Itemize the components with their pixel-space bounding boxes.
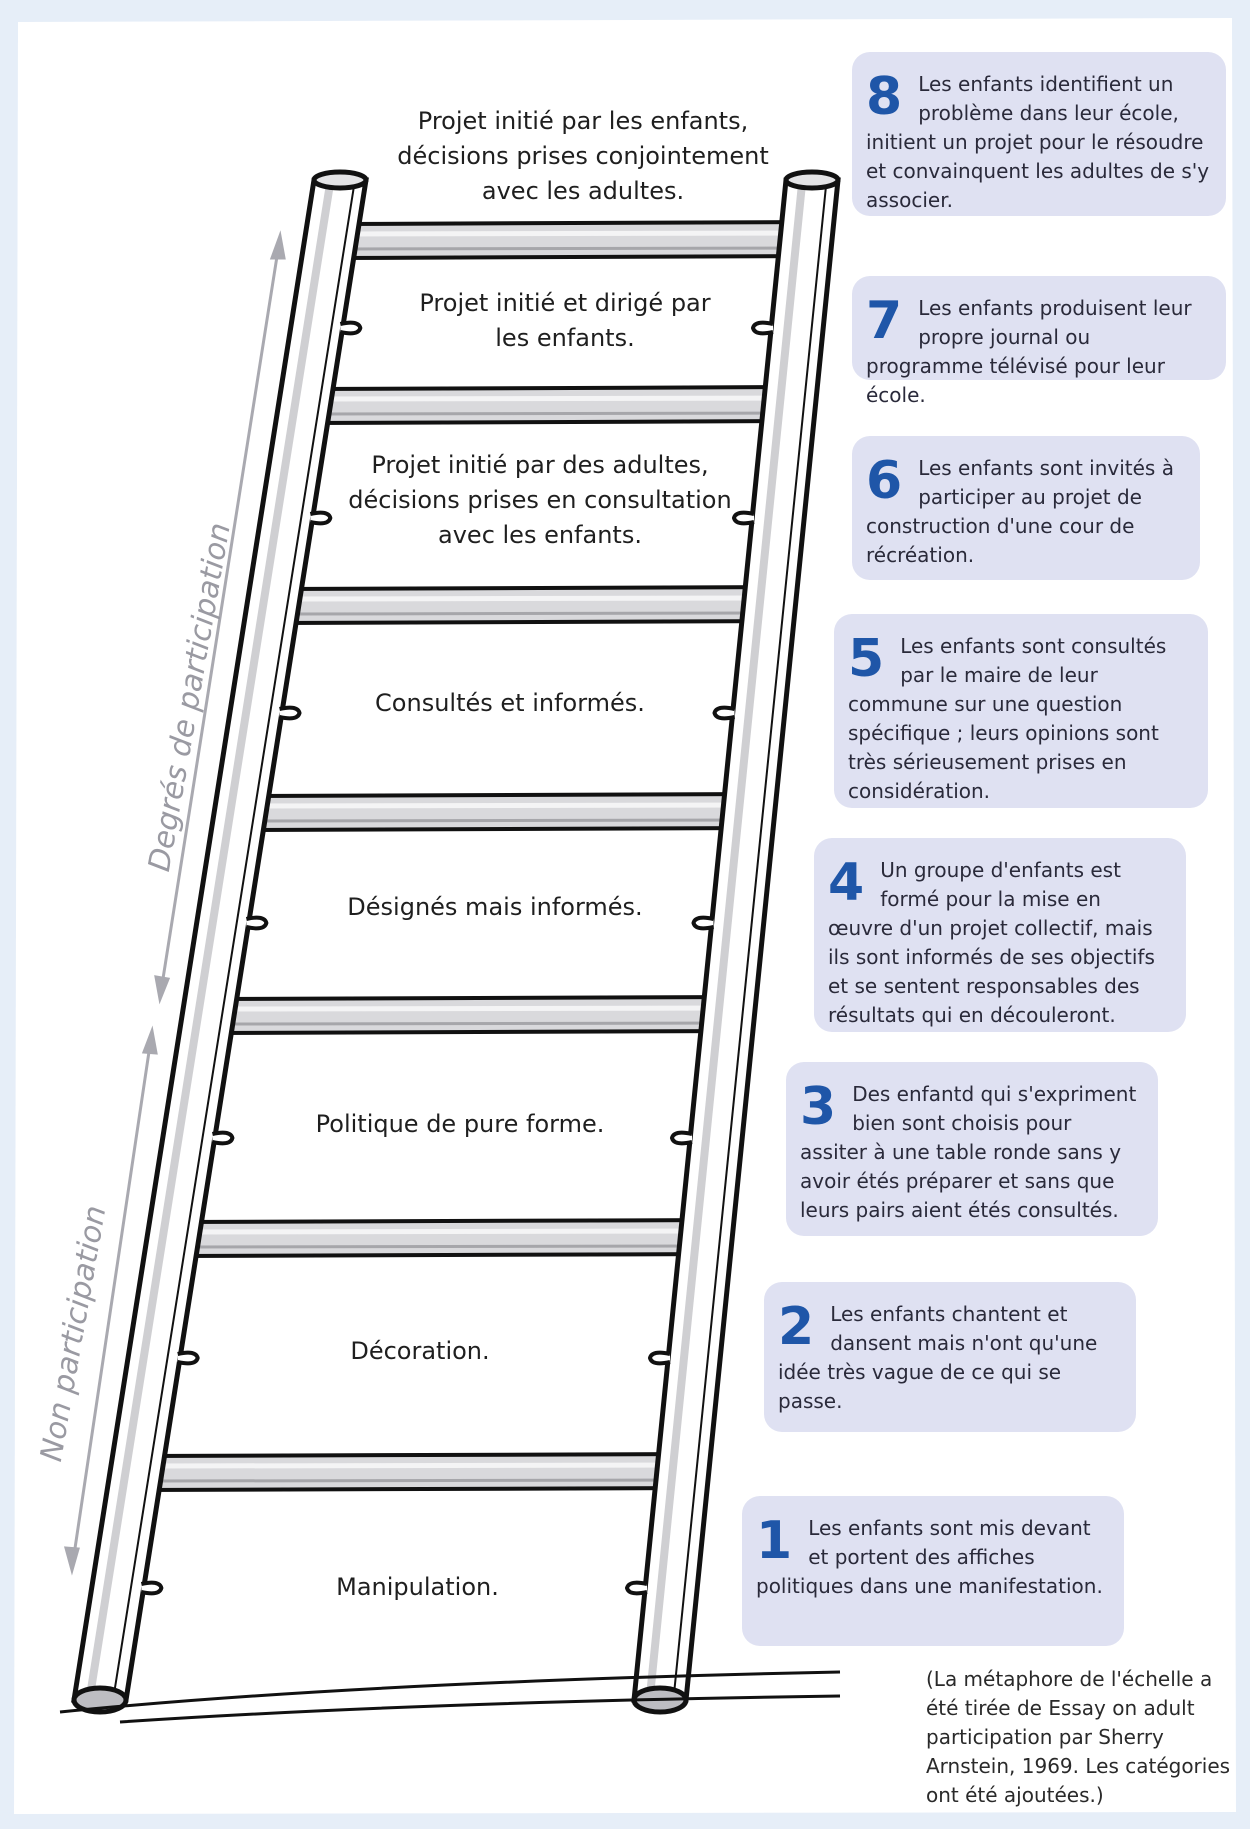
citation-note: (La métaphore de l'échelle a été tirée d…	[926, 1667, 1231, 1807]
example-text-6: Les enfants sont invités à participer au…	[866, 456, 1174, 567]
ladder-rail-left-shade	[86, 183, 334, 1697]
ladder-peg	[669, 1130, 693, 1146]
ladder-peg	[279, 705, 302, 721]
step-label-4: Désignés mais informés.	[347, 893, 643, 921]
example-card-4: 4 Un groupe d'enfants est formé pour la …	[814, 838, 1186, 1032]
ladder-rung	[142, 1451, 703, 1493]
level-number-5: 5	[848, 629, 885, 689]
level-number-4: 4	[828, 853, 865, 913]
level-number-3: 3	[800, 1077, 837, 1137]
ladder	[59, 169, 841, 1724]
example-text-7: Les enfants produisent leur propre journ…	[866, 296, 1192, 407]
ladder-peg	[624, 1580, 648, 1596]
rung-shade	[258, 818, 757, 823]
example-card-6: 6 Les enfants sont invités à participer …	[852, 436, 1200, 580]
ladder-rung	[178, 1217, 727, 1259]
level-number-6: 6	[866, 451, 903, 511]
ladder-peg	[177, 1350, 200, 1366]
example-card-7: 7 Les enfants produisent leur propre jou…	[852, 276, 1226, 407]
ground-scribble	[59, 1670, 841, 1724]
ladder-peg	[211, 1130, 235, 1146]
example-card-3: 3 Des enfantd qui s'expriment bien sont …	[786, 1062, 1158, 1236]
rung-highlight	[258, 802, 757, 809]
rung-shade	[290, 611, 778, 616]
rung-highlight	[348, 230, 815, 237]
level-number-7: 7	[866, 291, 903, 351]
step-label-6: Projet initié par des adultes, décisions…	[348, 451, 732, 549]
example-text-1: Les enfants sont mis devant et portent d…	[756, 1516, 1103, 1598]
step-label-7: Projet initié et dirigé par les enfants.	[419, 289, 711, 352]
ladder-rung	[336, 219, 826, 261]
ladder-peg	[750, 320, 774, 336]
level-number-2: 2	[778, 1297, 815, 1357]
ladder-rail-right-top-end	[783, 169, 841, 191]
level-number-1: 1	[756, 1511, 793, 1571]
rung-shade	[190, 1244, 715, 1249]
example-text-4: Un groupe d'enfants est formé pour la mi…	[828, 858, 1155, 1027]
example-card-1: 1 Les enfants sont mis devant et portent…	[742, 1496, 1124, 1646]
ladder-rail-left-grain	[113, 185, 355, 1695]
axis-arrow-upper	[154, 230, 286, 1005]
ladder-rung	[246, 791, 769, 833]
ladder-peg	[647, 1350, 671, 1366]
example-card-8: 8 Les enfants identifient un problème da…	[852, 52, 1226, 216]
rung-highlight	[190, 1228, 715, 1235]
ladder-rail-left-top-end	[311, 169, 369, 191]
ladder-rung	[278, 584, 790, 626]
ladder-rail-right-shade	[646, 183, 806, 1697]
ladder-peg	[140, 1580, 164, 1596]
example-text-5: Les enfants sont consultés par le maire …	[848, 634, 1167, 803]
rung-shade	[348, 246, 815, 251]
ladder-peg	[309, 510, 333, 526]
rung-shade	[153, 1478, 691, 1483]
rung-shade	[226, 1021, 737, 1026]
ladder-rung	[310, 384, 810, 426]
ladder-rung	[214, 994, 749, 1036]
ladder-peg	[731, 510, 755, 526]
rung-shade	[322, 411, 798, 416]
ladder-rail-right-grain	[673, 185, 827, 1695]
example-text-3: Des enfantd qui s'expriment bien sont ch…	[800, 1082, 1137, 1222]
example-card-5: 5 Les enfants sont consultés par le mair…	[834, 614, 1208, 808]
axis-arrow-lower	[63, 1025, 158, 1576]
example-text-2: Les enfants chantent et dansent mais n'o…	[778, 1302, 1098, 1413]
step-label-5: Consultés et informés.	[375, 689, 645, 717]
ladder-peg	[691, 915, 714, 931]
step-label-3: Politique de pure forme.	[315, 1110, 605, 1138]
step-label-8: Projet initié par les enfants, décisions…	[397, 107, 769, 205]
example-card-2: 2 Les enfants chantent et dansent mais n…	[764, 1282, 1136, 1432]
step-label-2: Décoration.	[350, 1337, 490, 1365]
example-text-8: Les enfants identifient un problème dans…	[866, 72, 1210, 212]
ladder-peg	[245, 915, 269, 931]
step-label-1: Manipulation.	[336, 1573, 499, 1601]
rung-highlight	[226, 1005, 737, 1012]
level-number-8: 8	[866, 67, 903, 127]
rung-highlight	[290, 595, 778, 602]
rung-highlight	[322, 395, 798, 402]
rung-highlight	[153, 1462, 691, 1469]
ladder-peg	[339, 320, 363, 336]
ladder-peg	[712, 705, 735, 721]
